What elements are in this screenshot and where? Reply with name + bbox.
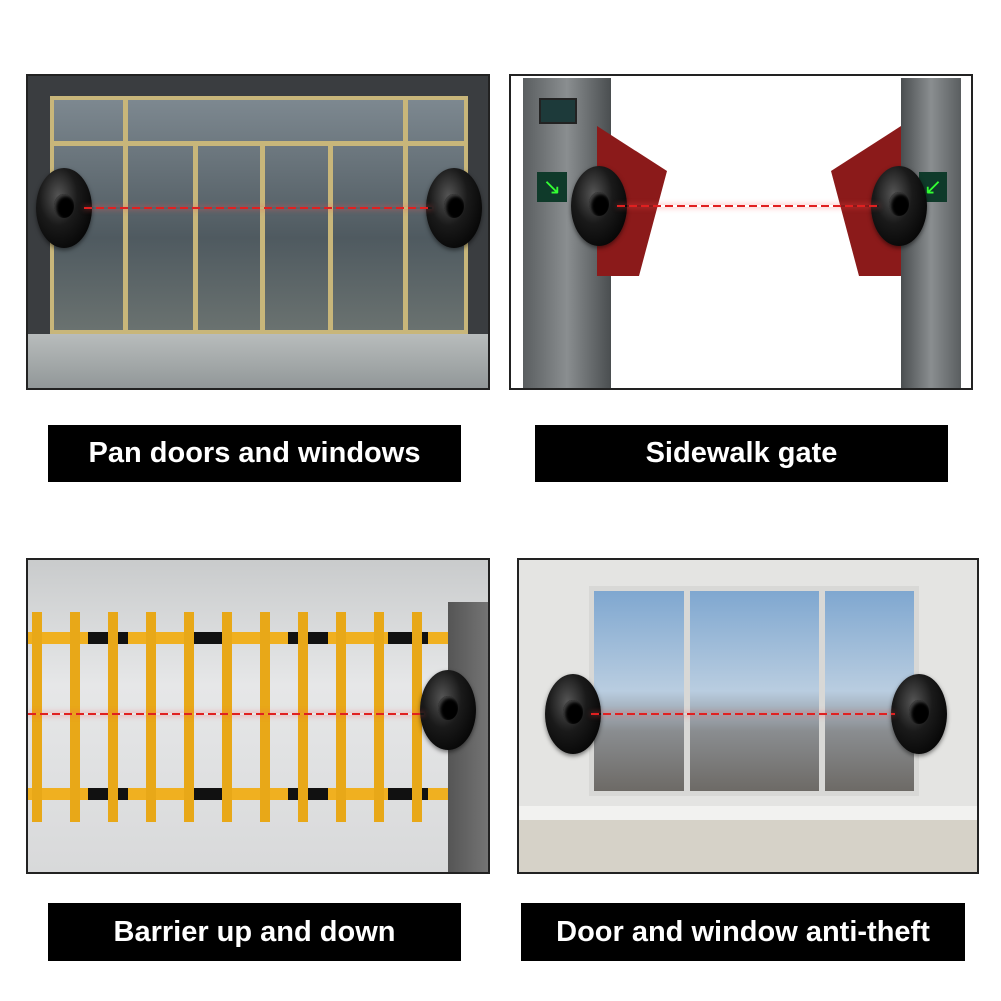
label-sidewalk-gate: Sidewalk gate <box>535 425 948 482</box>
sensor-right <box>891 674 947 754</box>
panel-sidewalk-gate: ↘ ↙ <box>509 74 973 390</box>
infrared-beam <box>591 713 895 715</box>
label-pan-doors: Pan doors and windows <box>48 425 461 482</box>
sensor-left <box>36 168 92 248</box>
window-view <box>589 586 919 796</box>
label-window: Door and window anti-theft <box>521 903 965 961</box>
sensor-right <box>871 166 927 246</box>
door-divider <box>193 146 198 334</box>
window-mullion <box>819 586 825 796</box>
panel-pan-doors <box>26 74 490 390</box>
sensor-right <box>420 670 476 750</box>
panel-window <box>517 558 979 874</box>
window-mullion <box>684 586 690 796</box>
panel-barrier <box>26 558 490 874</box>
infrared-beam <box>84 207 432 209</box>
door-divider <box>328 146 333 334</box>
door-transom <box>50 141 468 146</box>
door-divider <box>123 96 128 334</box>
door-divider <box>260 146 265 334</box>
door-frame <box>50 96 468 334</box>
turnstile-screen <box>539 98 577 124</box>
barrier-pickets <box>32 612 442 822</box>
door-divider <box>403 96 408 334</box>
infrared-beam <box>28 713 424 715</box>
sensor-right <box>426 168 482 248</box>
label-barrier: Barrier up and down <box>48 903 461 961</box>
infrared-beam <box>617 205 879 207</box>
floor <box>28 334 488 388</box>
arrow-icon: ↘ <box>537 172 567 202</box>
counter <box>519 806 977 872</box>
